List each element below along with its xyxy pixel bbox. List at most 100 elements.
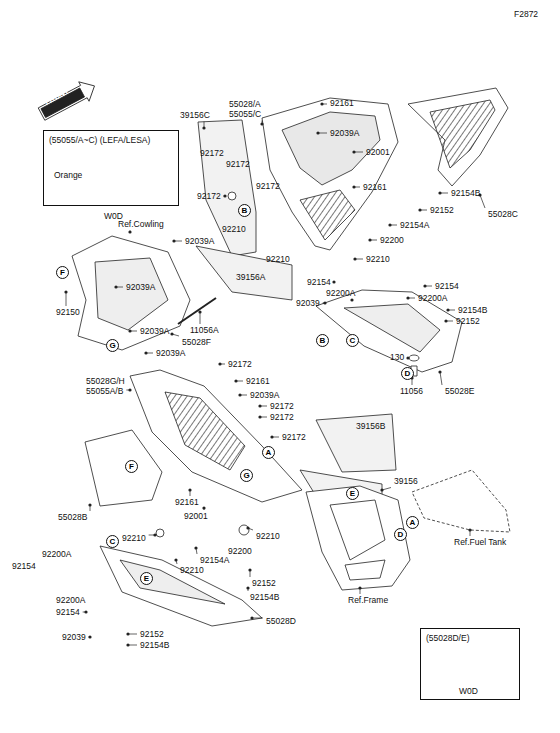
part-number: 92210 (180, 566, 204, 575)
part-number: 92001 (366, 148, 390, 157)
ref-label: F2872 (514, 10, 538, 19)
ref-circle: E (346, 487, 359, 500)
part-number: 92039A (330, 129, 359, 138)
front-arrow (36, 76, 99, 124)
fastener-dot (188, 488, 191, 491)
ref-circle: B (238, 204, 251, 217)
part-number: 92154B (451, 189, 480, 198)
part-number: 92210 (222, 225, 246, 234)
fastener-dot (444, 319, 447, 322)
part-number: 92150 (56, 308, 80, 317)
panel-55028b (85, 430, 162, 506)
part-number: 92001 (184, 512, 208, 521)
inset-note: W0D (459, 687, 478, 696)
fastener-dot (248, 568, 251, 571)
ref-letter: E (144, 574, 149, 583)
ref-circle: D (401, 367, 414, 380)
front-mark: FRONT (44, 87, 70, 106)
part-number: 92210 (256, 532, 280, 541)
part-number: 55028D (266, 617, 296, 626)
leader-line (440, 372, 442, 385)
leader-line (480, 195, 485, 208)
fastener-dot (406, 296, 409, 299)
ref-circle: G (240, 469, 253, 482)
fastener-dot (316, 131, 319, 134)
sheet-39156b (316, 414, 396, 472)
inset-heading: (55055/A~C) (LEFA/LESA) (49, 136, 150, 145)
ref-letter: B (242, 206, 248, 215)
ref-letter: F (129, 462, 134, 471)
fastener-dot (64, 290, 67, 293)
part-number: 92172 (256, 182, 280, 191)
variant-inset-box: (55028D/E) W0D (420, 628, 520, 700)
part-number: 39156C (180, 111, 210, 120)
fastener-dot (128, 388, 131, 391)
part-number: 92154B (458, 306, 487, 315)
fastener-dot (323, 301, 326, 304)
part-number: 92039A (140, 327, 169, 336)
part-number: 92172 (226, 160, 250, 169)
inset-heading: (55028D/E) (426, 634, 469, 643)
part-number: 55028G/H (86, 377, 125, 386)
fastener-dot (368, 238, 371, 241)
ref-circle: C (106, 535, 119, 548)
part-number: 92039A (250, 391, 279, 400)
fastener-dot (170, 332, 173, 335)
part-number: 92152 (430, 206, 454, 215)
ref-letter: G (243, 471, 249, 480)
part-number: 11056 (400, 387, 423, 396)
fastener-dot (172, 239, 175, 242)
fastener-dot (332, 280, 335, 283)
fuel-tank-ref (412, 470, 510, 532)
part-number: 92039A (156, 349, 185, 358)
part-number: 92039A (185, 237, 214, 246)
part-number: 92039 (62, 633, 86, 642)
ref-circle: E (140, 572, 153, 585)
fastener-dot (388, 223, 391, 226)
cowl-55028e (316, 290, 462, 372)
ref-letter: C (110, 537, 116, 546)
fastener-dot (358, 586, 361, 589)
fastener-dot (128, 329, 131, 332)
ref-letter: E (350, 489, 355, 498)
part-number: 92154 (435, 282, 459, 291)
part-number: 92154 (307, 278, 331, 287)
fastener-dot (246, 586, 249, 589)
part-number: 92154 (12, 562, 36, 571)
fastener-dot (380, 488, 383, 491)
fastener-dot (246, 526, 249, 529)
part-number: 92172 (282, 433, 306, 442)
part-number: 92154B (140, 641, 169, 650)
part-number: 92154 (56, 608, 80, 617)
variant-inset-box: (55055/A~C) (LEFA/LESA)Orange (43, 130, 179, 206)
part-number: 39156 (394, 477, 418, 486)
part-number: 92172 (228, 360, 252, 369)
fastener-dot (270, 435, 273, 438)
fastener-dot (352, 185, 355, 188)
ref-circle: D (394, 528, 407, 541)
part-number: 92154A (200, 556, 229, 565)
fastener-dot (350, 298, 353, 301)
fastener-dot (258, 415, 261, 418)
part-number: 92152 (140, 630, 164, 639)
part-number: 130 (390, 353, 404, 362)
fastener-dot (114, 285, 117, 288)
fastener-dot (258, 404, 261, 407)
fastener-dot (84, 610, 87, 613)
part-number: 92200A (42, 550, 71, 559)
cowl-55028f (72, 236, 190, 350)
part-number: 92161 (175, 498, 199, 507)
fastener-dot (153, 533, 156, 536)
part-number: 92200 (380, 236, 404, 245)
ref-letter: D (405, 369, 411, 378)
part-number: 92200A (56, 596, 85, 605)
ref-letter: G (109, 341, 115, 350)
part-number: 92200A (418, 294, 447, 303)
part-number: 39156A (236, 273, 265, 282)
part-number: 92172 (197, 192, 221, 201)
ref-circle: F (56, 266, 69, 279)
part-number: 92039 (296, 299, 320, 308)
fastener-dot (202, 506, 205, 509)
upper-cowl (262, 98, 398, 250)
ref-circle: G (106, 339, 119, 352)
